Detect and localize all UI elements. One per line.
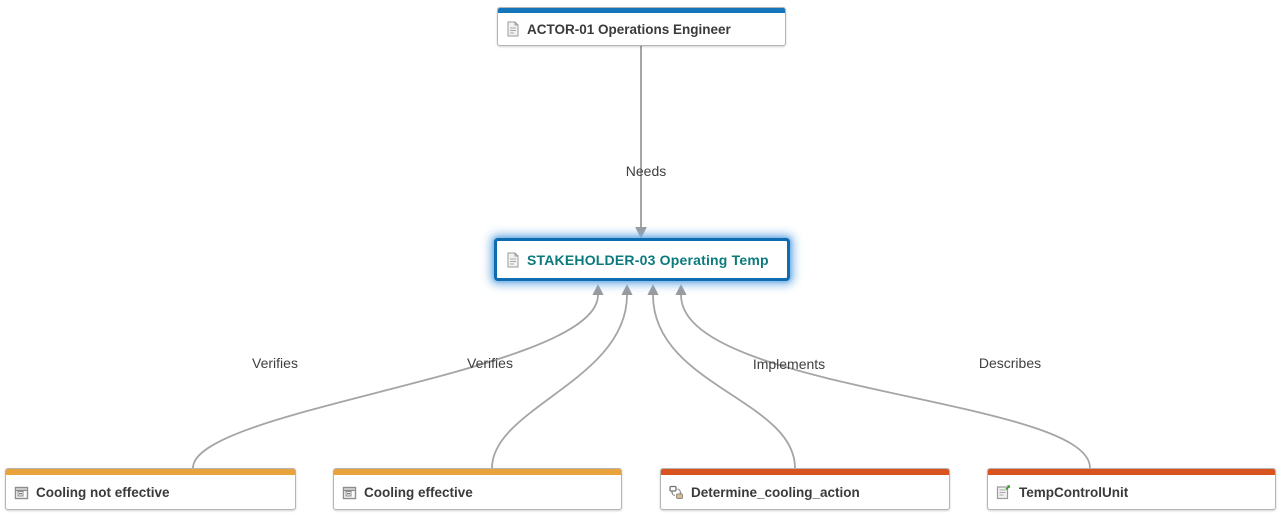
document-icon [506, 21, 520, 37]
edge-label-needs: Needs [625, 163, 667, 179]
node-label: Cooling effective [364, 484, 473, 500]
node-tempcontrolunit[interactable]: TempControlUnit [987, 468, 1276, 510]
node-accent-bar [498, 8, 785, 13]
test-icon [14, 485, 29, 500]
node-accent-bar [334, 469, 621, 475]
edge-label-verifies-1: Verifies [252, 355, 298, 371]
node-actor-01[interactable]: ACTOR-01 Operations Engineer [497, 7, 786, 46]
arrowhead-describes [675, 284, 687, 295]
node-label: STAKEHOLDER-03 Operating Temp [527, 251, 769, 268]
node-label: Cooling not effective [36, 484, 170, 500]
node-label: Determine_cooling_action [691, 484, 860, 500]
node-stakeholder-03[interactable]: STAKEHOLDER-03 Operating Temp [494, 238, 790, 281]
edge-implements [652, 294, 796, 469]
arrowhead-verifies-2 [621, 284, 633, 295]
node-cooling-not-effective[interactable]: Cooling not effective [5, 468, 296, 510]
node-accent-bar [6, 469, 295, 475]
document-icon [506, 252, 520, 268]
edge-describes [680, 294, 1091, 469]
edge-label-implements: Implements [752, 356, 826, 372]
model-ref-icon [996, 484, 1012, 500]
node-label: TempControlUnit [1019, 484, 1129, 500]
edge-verifies-2 [491, 294, 628, 469]
arrowhead-implements [647, 284, 659, 295]
node-cooling-effective[interactable]: Cooling effective [333, 468, 622, 510]
node-accent-bar [661, 469, 949, 475]
arrowhead-needs [635, 227, 647, 239]
stateflow-icon [669, 485, 684, 500]
edge-label-verifies-2: Verifies [467, 355, 513, 371]
node-determine-cooling-action[interactable]: Determine_cooling_action [660, 468, 950, 510]
node-accent-bar [988, 469, 1275, 475]
edge-verifies-1 [192, 294, 599, 469]
test-icon [342, 485, 357, 500]
node-label: ACTOR-01 Operations Engineer [527, 21, 731, 37]
edge-label-describes: Describes [978, 355, 1042, 371]
arrowhead-verifies-1 [592, 284, 604, 295]
